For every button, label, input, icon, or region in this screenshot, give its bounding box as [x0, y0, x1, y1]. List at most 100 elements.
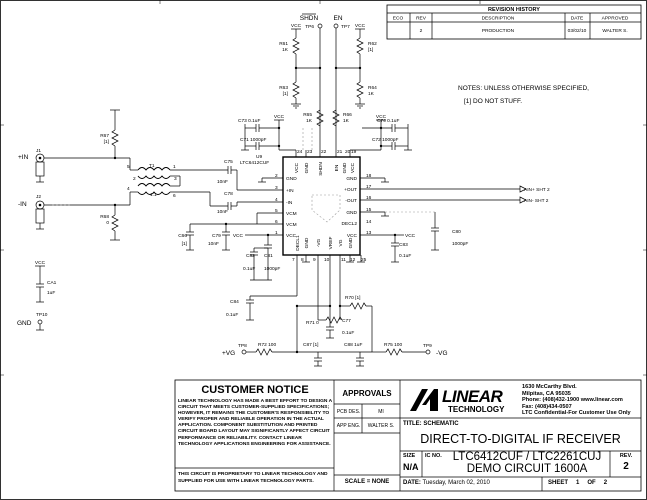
notice-line: CIRCUIT THAT MEETS CUSTOMER-SUPPLIED SPE…	[178, 405, 330, 411]
pin-vcm-1: VCM	[286, 211, 297, 217]
confidential-line: LTC Confidential-For Customer Use Only	[522, 410, 631, 417]
decl1-caps: C82 0.1uF C81 1000pF C84 0.1uF	[226, 233, 298, 321]
revision-history-title: REVISION HISTORY	[488, 7, 540, 13]
j1-label: J1	[36, 148, 41, 154]
pin-vcc-top: VCC	[294, 162, 300, 173]
pin-vcc-right: VCC	[347, 233, 358, 239]
tp6-label: TP6	[305, 24, 314, 30]
revision-history-table: REVISION HISTORY ECO REV DESCRIPTION DAT…	[386, 4, 642, 40]
c84-value: 0.1uF	[226, 312, 238, 318]
c80-ref: C80	[452, 229, 461, 235]
en-label: EN	[333, 15, 342, 22]
c66-value: [1]	[182, 241, 187, 247]
rev-row-description: PRODUCTION	[482, 28, 515, 34]
sheet-total: 2	[603, 480, 608, 486]
pin-en: EN	[334, 164, 340, 171]
svg-text:22: 22	[321, 149, 327, 155]
c87-label: C87 [1]	[303, 342, 318, 348]
gain-network: R70 [1] R71 0 C77 0.1uF	[295, 295, 373, 345]
svg-text:24: 24	[297, 149, 303, 155]
t1-primary-top	[137, 167, 171, 171]
c66-ref: C66	[178, 233, 187, 239]
rev-header-rev: REV	[416, 16, 427, 22]
c77-ref: C77	[342, 318, 351, 324]
c78-ref: C78	[224, 191, 233, 197]
c81-ref: C81	[264, 253, 273, 259]
pin-minus-vg: -VG	[316, 238, 322, 247]
rev-value: 2	[623, 461, 629, 472]
u9-body	[282, 156, 361, 256]
pin-decl1: DECL1	[295, 235, 301, 251]
svg-text:6: 6	[275, 219, 278, 225]
rev-label: REV.	[619, 453, 633, 459]
pin-gnd-top: GND	[304, 162, 310, 173]
notice-line: PERFORMANCE OR RELIABILITY. CONTACT LINE…	[178, 435, 302, 441]
pin-gnd-bottom-1: GND	[304, 237, 310, 248]
pin-gnd-left: GND	[286, 176, 297, 182]
svg-text:12: 12	[350, 257, 356, 263]
rev-header-approved: APPROVED	[602, 16, 629, 22]
minus-vg-label: -VG	[436, 350, 448, 357]
r66-ref: R66	[343, 112, 352, 118]
linear-technology-logo: LINEAR TECHNOLOGY	[408, 385, 516, 415]
tp7-label: TP7	[341, 24, 350, 30]
t1-primary-bottom	[137, 183, 171, 187]
r63-value: [1]	[283, 91, 288, 97]
logo-mark	[410, 389, 438, 411]
svg-text:5: 5	[127, 164, 130, 170]
logo-subtext: TECHNOLOGY	[448, 405, 505, 414]
size-value: N/A	[403, 462, 419, 472]
r62-value: [1]	[368, 47, 373, 53]
c79-value: 10nF	[208, 241, 219, 247]
fax-line: Fax: (408)434-0507	[522, 403, 572, 410]
proprietary-notice: THIS CIRCUIT IS PROPRIETARY TO LINEAR TE…	[178, 472, 334, 485]
svg-text:5: 5	[275, 208, 278, 214]
c83-value: 0.1uF	[399, 253, 411, 259]
svg-text:4: 4	[127, 186, 130, 192]
svg-text:19: 19	[351, 149, 357, 155]
app-eng-value: WALTER S.	[367, 423, 395, 429]
pin-gnd-right-1: GND	[346, 176, 357, 182]
title-label: TITLE: SCHEMATIC	[403, 421, 459, 427]
notes-heading: NOTES: UNLESS OTHERWISE SPECIFIED,	[458, 85, 589, 92]
notice-line: APPLICATION. COMPONENT SUBSTITUTION AND …	[178, 423, 318, 429]
ca1-section: VCC CA1 1uF GND TP10	[17, 260, 57, 331]
u9-part: LTC6412CUF	[240, 160, 269, 166]
svg-text:2: 2	[133, 176, 136, 182]
r63-ref: R63	[279, 85, 288, 91]
c75-ref: C75	[224, 159, 233, 165]
plus-in-label: +IN	[18, 154, 29, 161]
pcb-des-value: MI	[378, 409, 384, 415]
r61-ref: R61	[279, 41, 288, 47]
scale-text: SCALE = NONE	[344, 479, 390, 485]
r75-label: R75 100	[384, 342, 402, 348]
c82-value: 0.1uF	[243, 266, 255, 272]
c77-value: 0.1uF	[342, 330, 354, 336]
vcc-label-top-right: VCC	[376, 114, 387, 120]
r67-ref: R67	[100, 133, 109, 139]
r64-value: 1K	[368, 91, 375, 97]
vcc-label-left: VCC	[233, 233, 244, 239]
rev-row-date: 03/02/10	[568, 28, 587, 34]
pin-minus-in: -IN	[286, 200, 293, 206]
c88-label: C88 1uF	[344, 342, 362, 348]
j2-label: J2	[36, 194, 41, 200]
proprietary-line: SUPPLIED FOR USE WITH LINEAR TECHNOLOGY …	[178, 478, 314, 484]
address-line-1: 1630 McCarthy Blvd.	[522, 384, 577, 390]
svg-text:25: 25	[361, 257, 367, 263]
svg-text:16: 16	[366, 195, 372, 201]
title-block	[174, 379, 642, 492]
r70-label: R70 [1]	[345, 295, 360, 301]
rev-header-description: DESCRIPTION	[482, 16, 515, 22]
t1-label: T1	[149, 163, 155, 169]
svg-text:23: 23	[307, 149, 313, 155]
r65-value: 1K	[306, 118, 313, 124]
pin-plus-in: +IN	[286, 188, 294, 194]
customer-notice-body: LINEAR TECHNOLOGY HAS MADE A BEST EFFORT…	[178, 399, 334, 448]
t1-ratio: 1:1	[150, 192, 157, 198]
c81-value: 1000pF	[264, 266, 280, 272]
pin-plus-out: +OUT	[344, 187, 357, 193]
rev-header-eco: ECO	[393, 16, 404, 22]
date-label: DATE:	[403, 480, 421, 486]
